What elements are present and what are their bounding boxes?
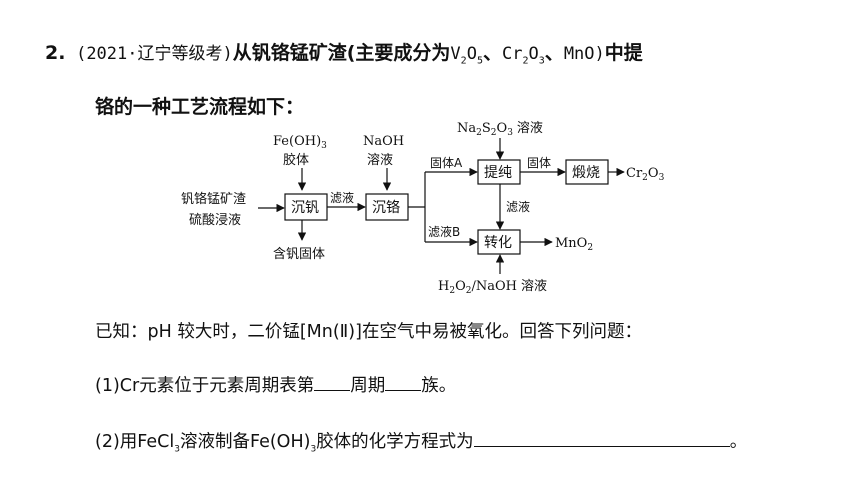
- answer-blank-equation[interactable]: [473, 429, 730, 447]
- formula-mno: MnO): [563, 44, 605, 64]
- product-cr2o3: Cr2O3: [626, 166, 665, 183]
- label-solid: 固体: [527, 156, 551, 170]
- reagent-naoh-label: 溶液: [367, 153, 393, 168]
- reagent-feoh3-label: 胶体: [283, 152, 309, 168]
- label-filtrate-b: 滤液B: [428, 224, 460, 239]
- separator: 、: [544, 42, 564, 64]
- question-line-1: 2. (2021·辽宁等级考)从钒铬锰矿渣(主要成分为V2O5、Cr2O3、Mn…: [45, 38, 643, 66]
- formula-cr2o3: Cr2O3: [502, 44, 545, 67]
- known-condition: 已知：pH 较大时，二价锰[Mn(Ⅱ)]在空气中易被氧化。回答下列问题：: [95, 322, 642, 342]
- sub-question-1: (1)Cr元素位于元素周期表第 周期 族。: [95, 372, 456, 397]
- label-filtrate: 滤液: [330, 190, 354, 205]
- reagent-feoh3: Fe(OH)3: [273, 134, 327, 151]
- sub2-mid: 溶液制备Fe(OH): [179, 432, 311, 452]
- label-filtrate-down: 滤液: [506, 199, 530, 214]
- box-chenge-label: 沉铬: [372, 200, 400, 216]
- sub1-mid: 周期: [350, 376, 386, 396]
- formula-v2o5: V2O5: [450, 44, 483, 67]
- separator: 、: [482, 42, 502, 64]
- reagent-naoh: NaOH: [363, 134, 404, 149]
- sub2-sub-a: 3: [174, 444, 180, 455]
- question-source: (2021·辽宁等级考): [76, 44, 233, 64]
- box-tichun-label: 提纯: [484, 165, 512, 181]
- label-solid-a: 固体A: [430, 156, 463, 170]
- box-duanshao-label: 煅烧: [572, 165, 600, 181]
- sub1-prefix: (1)Cr元素位于元素周期表第: [95, 376, 315, 396]
- byproduct-v-solid: 含钒固体: [273, 246, 325, 262]
- question-tail: 中提: [604, 42, 643, 64]
- sub1-suffix: 族。: [421, 376, 457, 396]
- sub2-rest: 胶体的化学方程式为: [316, 432, 474, 452]
- answer-blank-period[interactable]: [314, 373, 351, 391]
- box-chenfan-label: 沉钒: [291, 200, 319, 216]
- answer-blank-group[interactable]: [385, 373, 422, 391]
- sub2-suffix: 。: [729, 432, 748, 452]
- input-leach: 硫酸浸液: [189, 213, 241, 228]
- question-intro: 从钒铬锰矿渣(主要成分为: [232, 42, 451, 64]
- sub2-prefix: (2)用FeCl: [95, 432, 175, 452]
- box-zhuanhua-label: 转化: [484, 235, 512, 251]
- question-line-2: 铬的一种工艺流程如下：: [95, 96, 305, 118]
- sub-question-2: (2)用FeCl3溶液制备Fe(OH)3胶体的化学方程式为。: [95, 428, 747, 455]
- input-slag: 钒铬锰矿渣: [181, 191, 246, 207]
- question-number: 2.: [45, 42, 66, 64]
- sub2-sub-b: 3: [310, 444, 317, 455]
- product-mno2: MnO2: [555, 236, 593, 253]
